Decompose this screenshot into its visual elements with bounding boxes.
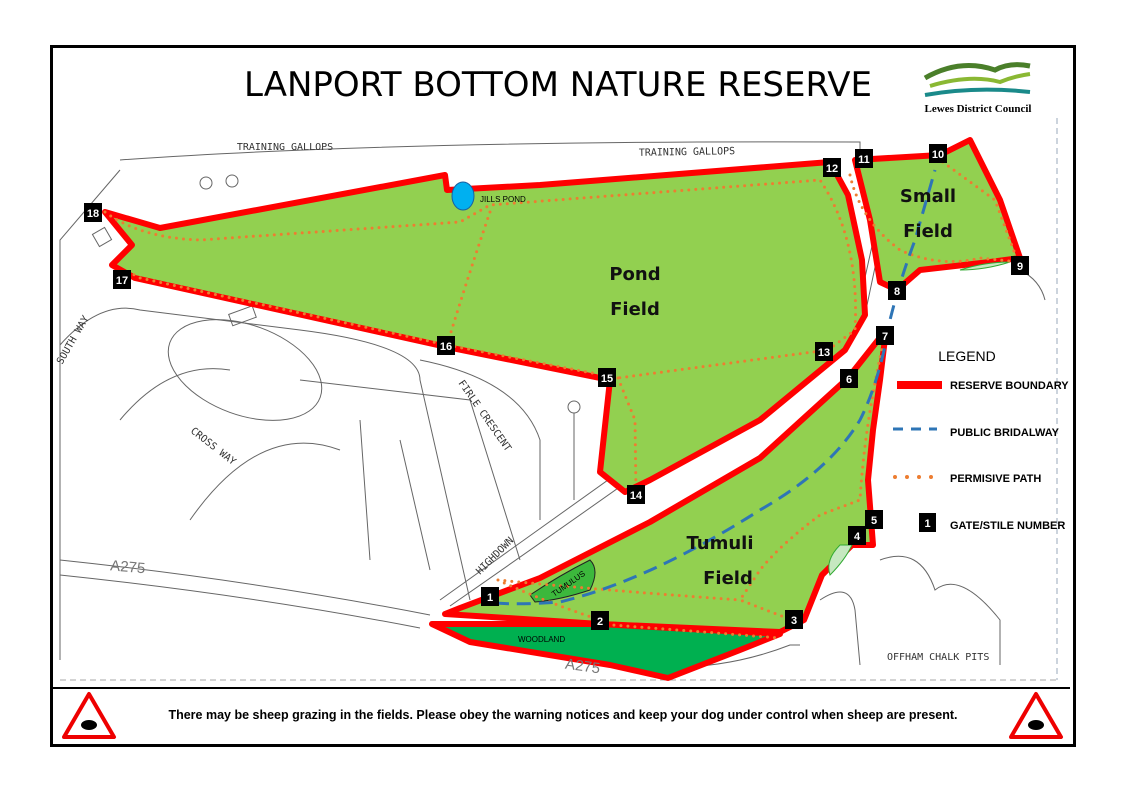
gate-marker-10: 10 xyxy=(929,144,947,163)
label-highdown: HIGHDOWN xyxy=(474,535,516,577)
gate-number: 4 xyxy=(854,531,861,543)
gate-number: 16 xyxy=(440,341,452,353)
svg-text:1: 1 xyxy=(924,518,930,530)
map-frame xyxy=(50,45,1076,747)
pond-field xyxy=(102,159,868,495)
gate-number: 15 xyxy=(601,373,613,385)
gate-number: 2 xyxy=(597,616,603,628)
gate-marker-9: 9 xyxy=(1011,256,1029,275)
gate-number: 7 xyxy=(882,331,888,343)
gate-marker-7: 7 xyxy=(876,326,894,345)
gate-marker-3: 3 xyxy=(785,610,803,629)
label-south-way: SOUTH WAY xyxy=(55,314,92,366)
gate-number: 14 xyxy=(630,490,643,502)
gate-number: 12 xyxy=(826,163,838,175)
logo-text: Lewes District Council xyxy=(925,103,1032,115)
gate-marker-18: 18 xyxy=(84,203,102,222)
tumulus xyxy=(529,559,596,603)
label-a275-south: A275 xyxy=(564,656,601,678)
gate-number: 6 xyxy=(846,374,852,386)
gate-number: 3 xyxy=(791,615,797,627)
gate-number: 17 xyxy=(116,275,128,287)
footer: There may be sheep grazing in the fields… xyxy=(53,688,1073,741)
small-field xyxy=(852,137,1023,293)
public-bridleway xyxy=(494,169,937,606)
label-small-field-1: Small xyxy=(900,186,956,207)
woodland xyxy=(429,621,783,681)
gate-number: 5 xyxy=(871,515,877,527)
label-jills-pond: JILLS POND xyxy=(480,195,526,204)
gate-marker-12: 12 xyxy=(823,158,841,177)
gate-marker-15: 15 xyxy=(598,368,616,387)
label-pond-field-2: Field xyxy=(610,299,660,320)
label-cross-way: CROSS WAY xyxy=(188,426,237,468)
legend: LEGEND RESERVE BOUNDARY PUBLIC BRIDALWAY… xyxy=(893,348,1069,532)
label-woodland: WOODLAND xyxy=(518,635,565,644)
gate-number: 13 xyxy=(818,347,830,359)
gate-marker-1: 1 xyxy=(481,587,499,606)
label-training-gallops-east: TRAINING GALLOPS xyxy=(639,146,736,159)
legend-boundary-label: RESERVE BOUNDARY xyxy=(950,380,1069,392)
label-offham-chalk-pits: OFFHAM CHALK PITS xyxy=(887,652,989,663)
chalk-pit-green xyxy=(828,544,853,576)
label-a275-west: A275 xyxy=(110,557,146,577)
legend-gate-swatch: 1 xyxy=(919,513,936,532)
gate-marker-17: 17 xyxy=(113,270,131,289)
gate-number: 8 xyxy=(894,286,900,298)
label-tumuli-field-1: Tumuli xyxy=(686,533,753,554)
legend-path-label: PERMISIVE PATH xyxy=(950,473,1041,485)
gate-number: 1 xyxy=(487,592,493,604)
gate-marker-2: 2 xyxy=(591,611,609,630)
jills-pond xyxy=(451,181,475,211)
legend-boundary-swatch xyxy=(897,381,942,389)
gate-marker-4: 4 xyxy=(848,526,866,545)
gate-marker-8: 8 xyxy=(888,281,906,300)
gate-number: 11 xyxy=(858,154,870,166)
sheep-warning-sign-left xyxy=(62,692,116,739)
sheep-warning-sign-right xyxy=(1009,692,1063,739)
legend-title: LEGEND xyxy=(938,348,996,364)
gate-marker-11: 11 xyxy=(855,149,873,168)
sheep-warning-text: There may be sheep grazing in the fields… xyxy=(168,707,958,722)
gate-marker-5: 5 xyxy=(865,510,883,529)
legend-bridleway-label: PUBLIC BRIDALWAY xyxy=(950,427,1060,439)
gate-number: 18 xyxy=(87,208,99,220)
map-title: LANPORT BOTTOM NATURE RESERVE xyxy=(244,65,872,105)
label-small-field-2: Field xyxy=(903,221,953,242)
gate-marker-6: 6 xyxy=(840,369,858,388)
gate-marker-13: 13 xyxy=(815,342,833,361)
label-firle-crescent: FIRLE CRESCENT xyxy=(456,378,513,453)
gate-marker-16: 16 xyxy=(437,336,455,355)
permissive-paths xyxy=(103,158,1021,640)
gate-marker-14: 14 xyxy=(627,485,645,504)
label-training-gallops-west: TRAINING GALLOPS xyxy=(237,142,333,153)
legend-gate-label: GATE/STILE NUMBER xyxy=(950,520,1065,532)
gate-number: 10 xyxy=(932,149,944,161)
label-pond-field-1: Pond xyxy=(609,264,660,285)
label-tumuli-field-2: Field xyxy=(703,568,753,589)
lewes-logo: Lewes District Council xyxy=(923,62,1032,115)
gate-number: 9 xyxy=(1017,261,1023,273)
